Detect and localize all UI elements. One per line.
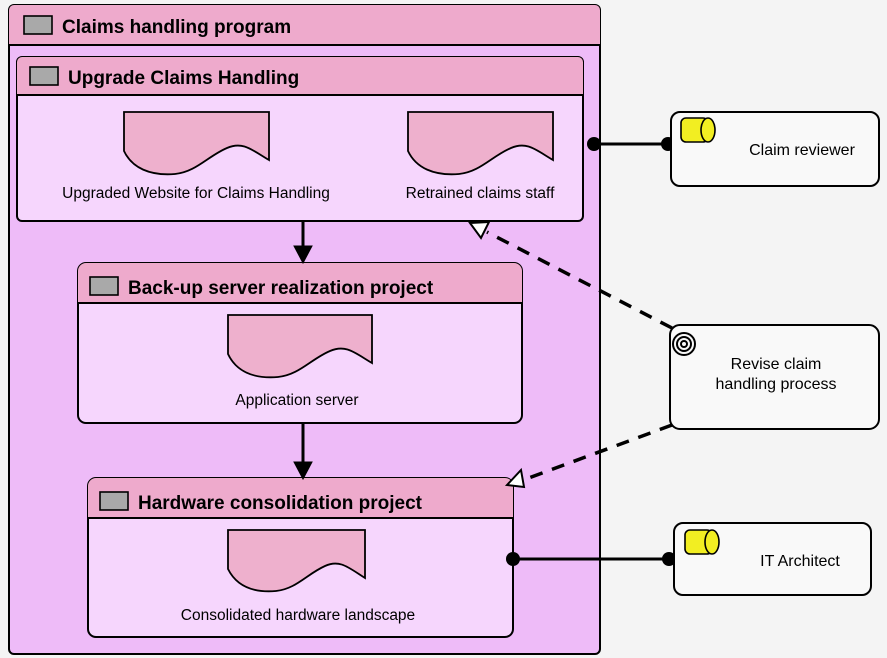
project-title: Back-up server realization project	[128, 278, 434, 299]
goal-label-line2: handling process	[716, 376, 837, 393]
relationship-realization-goal-to-upgrade[interactable]	[468, 220, 673, 330]
deliverable-upgraded-website[interactable]: Upgraded Website for Claims Handling	[62, 111, 330, 202]
association-endpoint-dot	[587, 137, 601, 151]
role-label: Claim reviewer	[749, 142, 855, 159]
project-header-band	[78, 263, 522, 303]
goal-target-icon	[672, 332, 696, 356]
grouping-icon	[99, 491, 129, 511]
program-header-band	[9, 5, 600, 45]
hollow-triangle-arrowhead	[504, 467, 526, 489]
role-label: IT Architect	[760, 553, 840, 570]
project-title: Hardware consolidation project	[138, 493, 423, 514]
deliverable-label: Application server	[235, 392, 358, 409]
grouping-icon	[23, 15, 53, 35]
goal-label-line1: Revise claim	[731, 356, 822, 373]
goal-revise-claim-handling-process[interactable]: Revise claim handling process	[669, 324, 880, 430]
relationship-realization-goal-to-hardware[interactable]	[504, 423, 673, 489]
association-endpoint-dot	[662, 552, 676, 566]
business-role-icon	[684, 529, 720, 555]
project-hardware-consolidation[interactable]: Hardware consolidation project Consolida…	[87, 477, 514, 638]
deliverable-label: Upgraded Website for Claims Handling	[62, 185, 330, 202]
deliverable-consolidated-hardware[interactable]: Consolidated hardware landscape	[181, 529, 415, 624]
project-upgrade-claims-handling[interactable]: Upgrade Claims Handling Upgraded Website…	[16, 56, 584, 222]
deliverable-label: Consolidated hardware landscape	[181, 607, 415, 624]
deliverable-shape	[407, 111, 554, 176]
project-title: Upgrade Claims Handling	[68, 68, 299, 89]
deliverable-label: Retrained claims staff	[406, 185, 555, 202]
hollow-triangle-arrowhead	[468, 220, 491, 240]
business-role-icon	[680, 117, 716, 143]
role-body	[670, 111, 880, 187]
solid-arrowhead	[293, 461, 313, 481]
role-body	[673, 522, 872, 596]
project-header-band	[17, 57, 583, 95]
realization-line	[525, 423, 673, 481]
deliverable-shape	[227, 529, 366, 593]
role-it-architect[interactable]: IT Architect	[673, 522, 872, 596]
relationship-triggering-upgrade-to-backup[interactable]	[293, 221, 313, 265]
role-claim-reviewer[interactable]: Claim reviewer	[670, 111, 880, 187]
grouping-icon	[29, 66, 59, 86]
deliverable-shape	[123, 111, 270, 176]
deliverable-retrained-claims-staff[interactable]: Retrained claims staff	[406, 111, 555, 202]
relationship-triggering-backup-to-hardware[interactable]	[293, 423, 313, 481]
realization-line	[486, 230, 673, 330]
deliverable-shape	[227, 314, 373, 379]
project-header-band	[88, 478, 513, 518]
relationship-association-hardware-to-it-architect[interactable]	[506, 552, 676, 566]
grouping-icon	[89, 276, 119, 296]
project-backup-server-realization[interactable]: Back-up server realization project Appli…	[77, 262, 523, 424]
deliverable-application-server[interactable]: Application server	[227, 314, 373, 409]
association-endpoint-dot	[506, 552, 520, 566]
program-title: Claims handling program	[62, 17, 291, 38]
solid-arrowhead	[293, 245, 313, 265]
goal-body	[669, 324, 880, 430]
